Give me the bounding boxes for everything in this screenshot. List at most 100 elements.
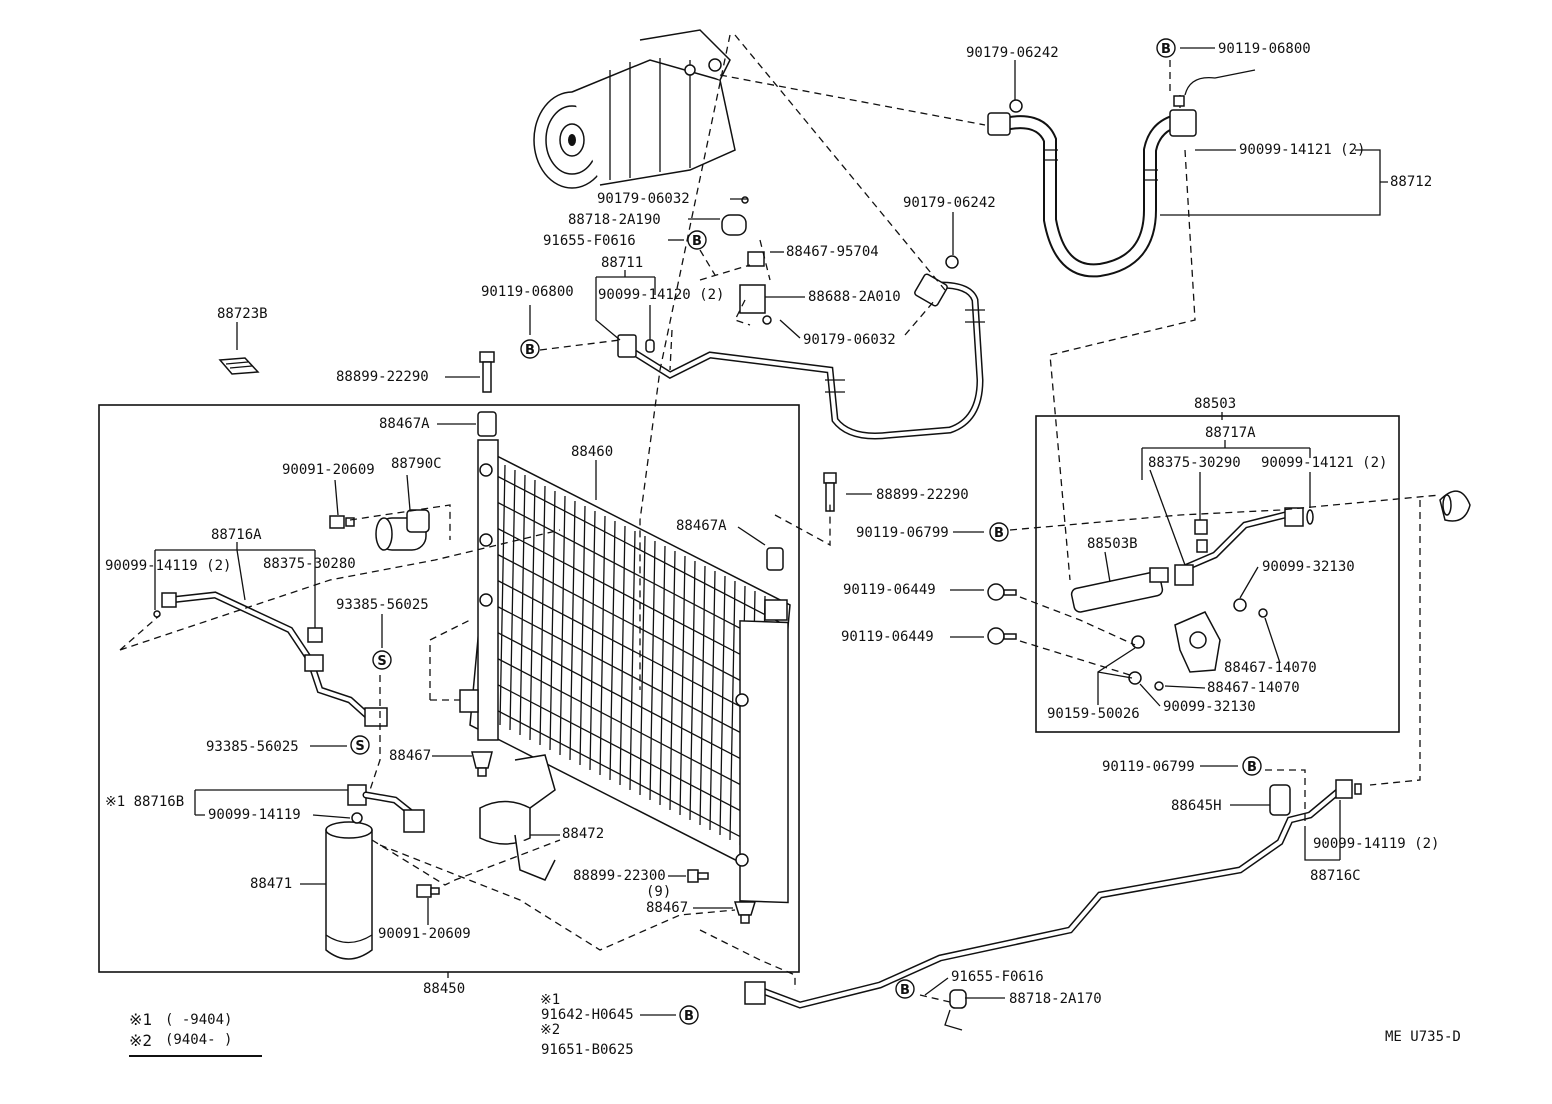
part-label: 88645H [1171,798,1222,814]
svg-text:B: B [684,1009,694,1024]
dash-ref-10 [1009,494,1441,786]
cushion-88467-mid [471,751,493,777]
condenser-group-frame [98,404,800,973]
leader-lines [154,47,1388,1016]
part-label: 88711 [601,255,643,271]
part-label: ※1 88716B [105,794,184,810]
part-label: 88467 [646,900,688,916]
pipe-group-frame [1035,415,1400,733]
legend-mark-2: ※2 [129,1031,152,1050]
part-label: 90119-06800 [481,284,574,300]
cushion-88467-bottom [733,901,757,924]
part-label: 90179-06242 [903,195,996,211]
part-label: 88790C [391,456,442,472]
bolt-90119-06449-b [987,627,1017,645]
part-label: 90099-32130 [1262,559,1355,575]
part-label: 88460 [571,444,613,460]
part-label: 90099-14121 (2) [1239,142,1365,158]
clip-88467a-top [477,411,497,437]
part-label: 88471 [250,876,292,892]
part-label: 91655-F0616 [951,969,1044,985]
part-label: 88899-22290 [336,369,429,385]
part-label: 88716A [211,527,262,543]
part-label: 90119-06799 [1102,759,1195,775]
part-label: 90099-14120 (2) [598,287,724,303]
part-label: 90119-06449 [841,629,934,645]
part-label: 88375-30280 [263,556,356,572]
dash-ref-4 [539,339,621,351]
svg-text:S: S [355,739,364,754]
tube-88716c [744,779,1362,1031]
receiver-88471 [325,784,425,960]
part-label: 90099-14119 [208,807,301,823]
marker-s-1: S [372,650,392,670]
part-label: 91642-H0645 [541,1007,634,1023]
marker-b-6: B [895,979,915,999]
part-label: 90099-14119 (2) [105,558,231,574]
part-labels: 90179-06242 90119-06800 90099-14121 (2) … [105,41,1461,1058]
pipe-88503b [1070,507,1314,613]
part-label: 90119-06800 [1218,41,1311,57]
part-label: ※1 [540,992,560,1008]
dash-ref-5 [669,329,673,371]
bolt-88899-22290-left [479,351,495,393]
part-label: 88688-2A010 [808,289,901,305]
part-label: 91655-F0616 [543,233,636,249]
part-label: 88467A [676,518,727,534]
bolt-90119-06449-a [987,583,1017,601]
dash-ref-12 [1265,769,1306,830]
part-label: 91651-B0625 [541,1042,634,1058]
svg-text:S: S [377,654,386,669]
dash-ref-3 [639,34,731,690]
dash-ref-15 [369,675,381,791]
svg-text:B: B [1247,760,1257,775]
diagram-code: ME U735-D [1385,1029,1461,1045]
dash-ref-13 [119,529,561,651]
clamp-88467-14070 [1128,598,1268,691]
part-label: 88503 [1194,396,1236,412]
part-label: 90159-50026 [1047,706,1140,722]
dash-ref-8 [904,299,936,336]
part-label: 88472 [562,826,604,842]
dash-ref-14 [349,504,451,540]
part-label: 90119-06799 [856,525,949,541]
part-label: 88716C [1310,868,1361,884]
part-label: 90179-06242 [966,45,1059,61]
svg-text:B: B [692,234,702,249]
svg-text:B: B [994,526,1004,541]
bracket-88472 [479,754,556,881]
part-label: 88712 [1390,174,1432,190]
dash-ref-19 [774,500,831,547]
marker-b-3: B [520,339,540,359]
bolt-88899-22290-right [823,472,837,512]
svg-text:B: B [900,983,910,998]
svg-text:B: B [1161,42,1171,57]
part-label: 88467A [379,416,430,432]
part-label: 90179-06032 [597,191,690,207]
part-label: 88467-14070 [1207,680,1300,696]
hose-88711 [617,196,985,440]
part-label: 90119-06449 [843,582,936,598]
part-label: (9) [646,884,671,900]
part-label: 90099-14121 (2) [1261,455,1387,471]
marker-s-2: S [350,735,370,755]
part-label: 90099-32130 [1163,699,1256,715]
dash-ref-18 [699,929,796,990]
part-label: 88467 [389,748,431,764]
part-label: 90091-20609 [282,462,375,478]
part-label: 88450 [423,981,465,997]
dash-ref-7 [734,239,771,326]
clip-88467a-right [766,547,784,571]
marker-b-2: B [687,230,707,250]
part-label: 88899-22290 [876,487,969,503]
svg-text:B: B [525,343,535,358]
legend-range-2: (9404- ) [165,1032,232,1048]
part-label: 88717A [1205,425,1256,441]
part-label: ※2 [540,1022,560,1038]
marker-b-4: B [989,522,1009,542]
part-label: 93385-56025 [206,739,299,755]
part-label: 90179-06032 [803,332,896,348]
dash-ref-6 [699,249,751,281]
part-label: 90099-14119 (2) [1313,836,1439,852]
